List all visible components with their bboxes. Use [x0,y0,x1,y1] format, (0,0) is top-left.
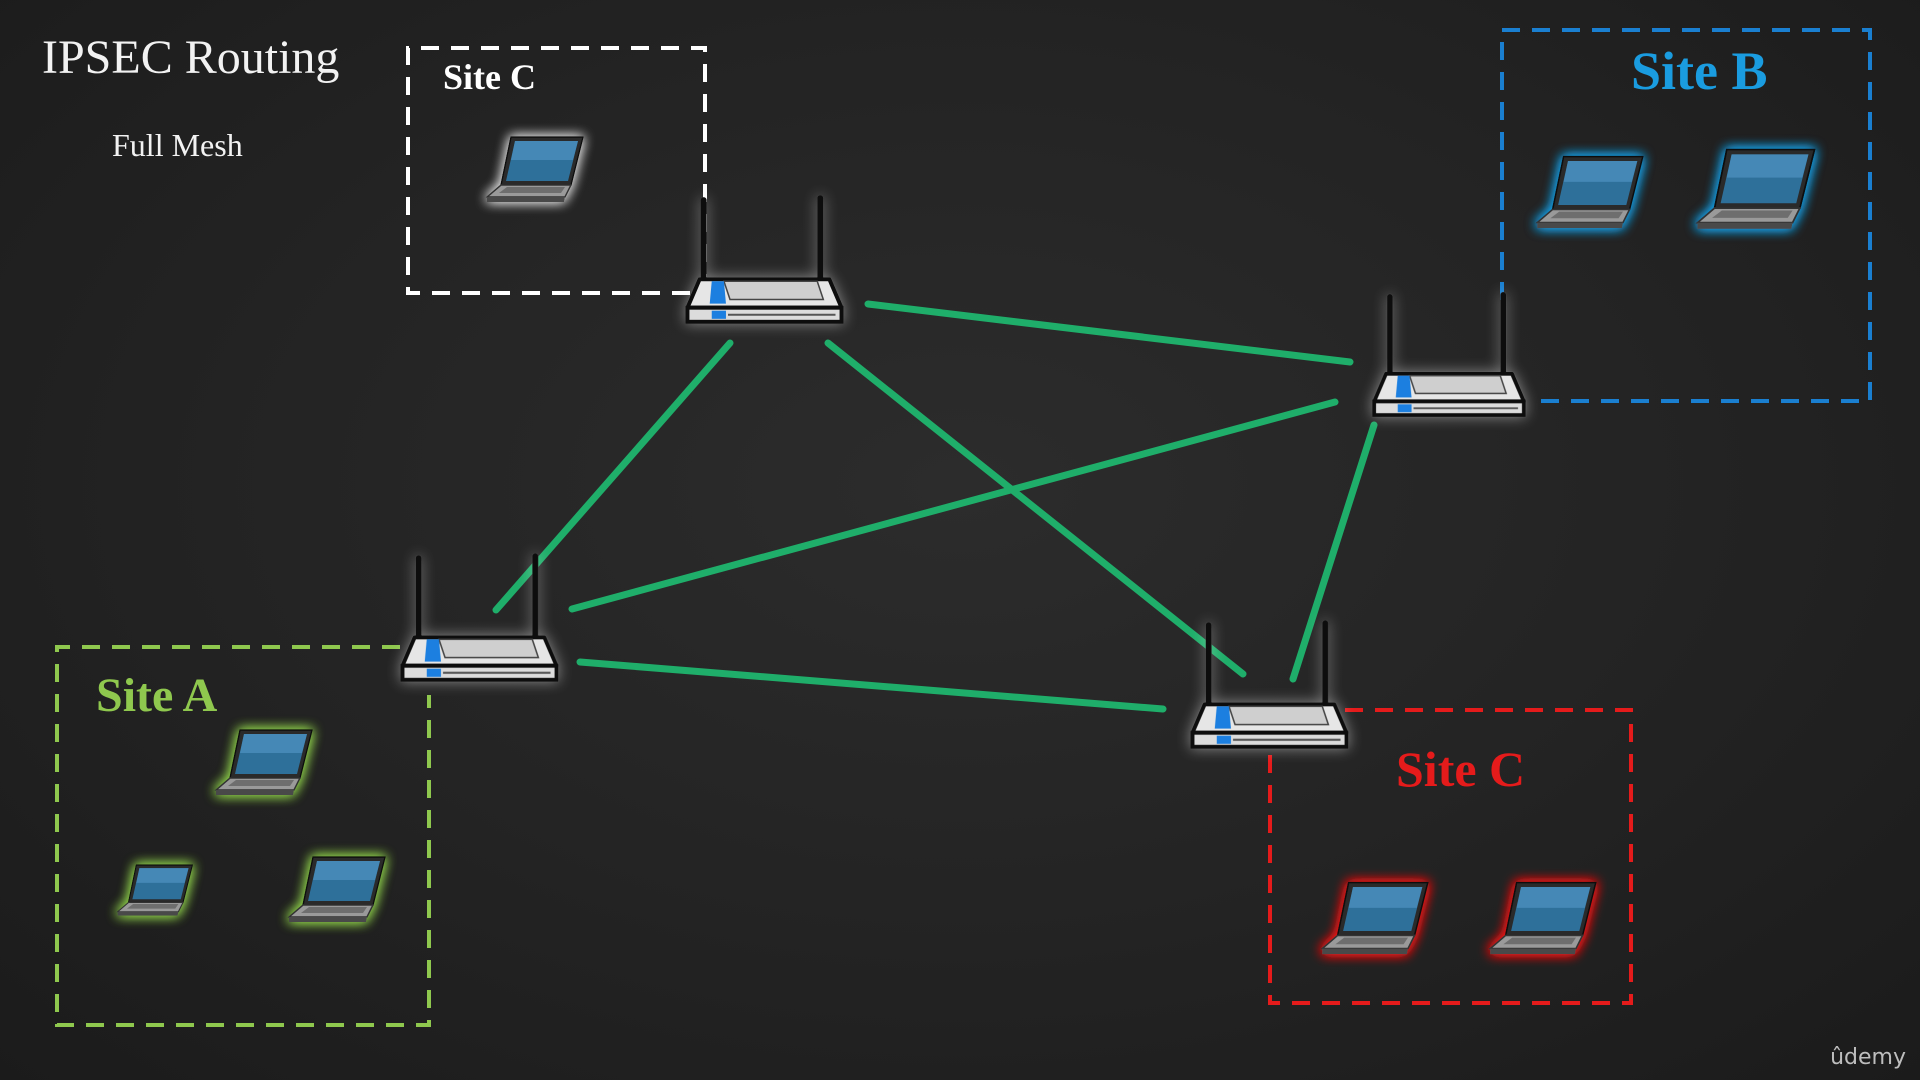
link-top-right [864,300,1354,366]
laptop-icon [116,864,194,917]
site-c-top-box [406,46,707,295]
link-right-bottom [1289,421,1378,683]
site-c-top-label: Site C [443,57,536,97]
link-left-bottom [576,658,1167,713]
slide-subtitle: Full Mesh [112,127,243,163]
laptop-icon [1696,148,1816,230]
laptop-icon [486,136,584,203]
site-a-laptops [116,729,386,923]
laptop-icon [288,856,386,923]
link-left-right [568,398,1339,613]
laptop-icon [1489,881,1597,955]
site-b-laptops [1536,148,1816,230]
router-icon [687,198,841,322]
router-icon [402,556,556,680]
site-a-box [55,645,431,1027]
site-boxes [55,28,1872,1027]
link-top-left [492,339,734,614]
laptop-icon [1321,881,1429,955]
site-c-label: Site C [1396,741,1526,797]
laptop-icon [1536,155,1644,229]
link-top-bottom [824,339,1247,678]
site-b-label: Site B [1631,41,1768,101]
site-c-top-laptops [486,136,584,203]
laptop-icon [215,729,313,796]
router-icon [1192,623,1346,747]
slide-title: IPSEC Routing [42,31,340,84]
udemy-watermark: ûdemy [1830,1045,1906,1070]
site-b-box [1500,28,1872,403]
mesh-links [492,300,1378,713]
site-c-box [1268,708,1633,1005]
site-c-laptops [1321,881,1597,955]
router-icon [1374,295,1524,415]
site-a-label: Site A [96,669,218,722]
